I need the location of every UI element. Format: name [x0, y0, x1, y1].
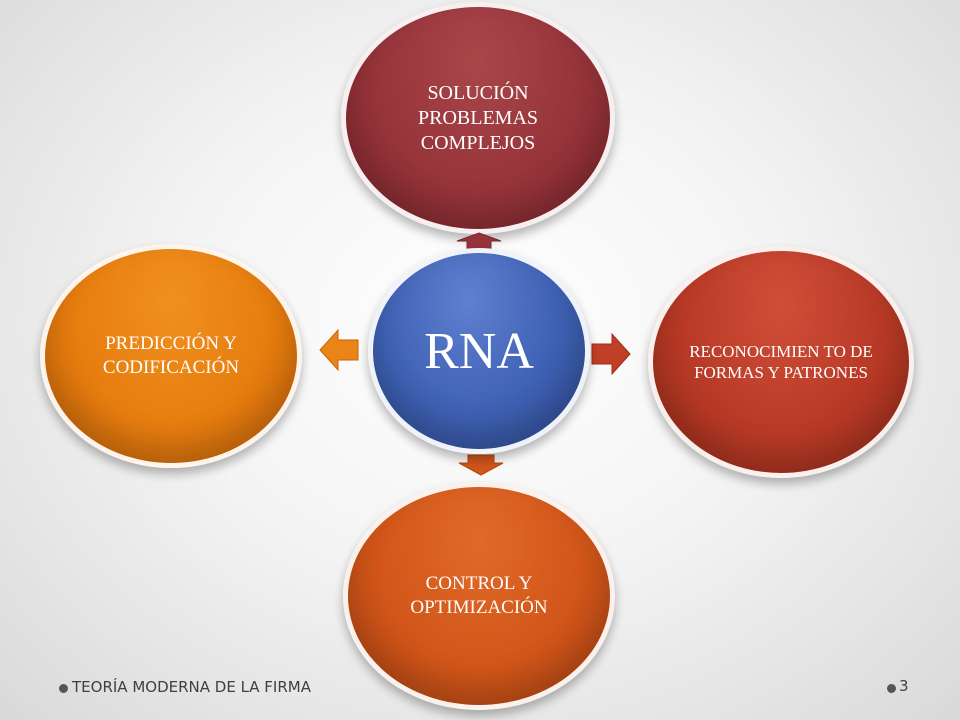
arrow-left-icon — [319, 328, 359, 372]
footer-title: TEORÍA MODERNA DE LA FIRMA — [72, 678, 311, 696]
node-top-label: SOLUCIÓN PROBLEMAS COMPLEJOS — [417, 81, 539, 154]
footer-bullet-icon — [59, 684, 68, 693]
node-center-label: RNA — [424, 322, 534, 380]
page-bullet-icon — [887, 684, 896, 693]
node-right-label: RECONOCIMIEN TO DE FORMAS Y PATRONES — [689, 341, 873, 382]
arrow-down-icon — [458, 454, 504, 476]
node-control-optimizacion: CONTROL Y OPTIMIZACIÓN — [343, 482, 615, 710]
node-prediccion-codificacion: PREDICCIÓN Y CODIFICACIÓN — [40, 244, 302, 468]
node-center-rna: RNA — [368, 248, 590, 454]
node-solucion-problemas: SOLUCIÓN PROBLEMAS COMPLEJOS — [341, 2, 615, 234]
node-left-label: PREDICCIÓN Y CODIFICACIÓN — [102, 333, 240, 378]
node-reconocimiento-formas: RECONOCIMIEN TO DE FORMAS Y PATRONES — [648, 246, 914, 478]
page-number: 3 — [899, 677, 909, 695]
arrow-right-icon — [591, 332, 631, 376]
node-bottom-label: CONTROL Y OPTIMIZACIÓN — [410, 573, 548, 618]
